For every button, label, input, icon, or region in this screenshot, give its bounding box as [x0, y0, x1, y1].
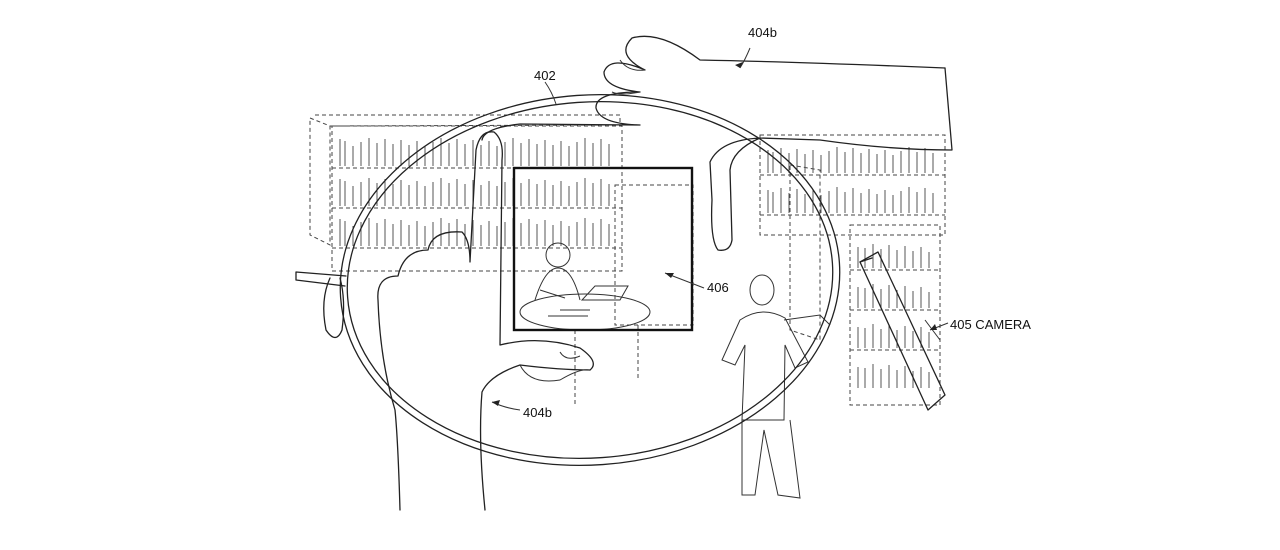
- display-lens: [295, 93, 841, 467]
- label-405-camera: 405 CAMERA: [950, 317, 1031, 332]
- label-406: 406: [707, 280, 729, 295]
- seated-person: [534, 242, 629, 317]
- background-bookshelves: [309, 114, 946, 406]
- laptop: [580, 285, 629, 301]
- standing-person: [721, 274, 831, 499]
- leader-lines: [491, 47, 949, 411]
- hand-bottom-left: [377, 131, 594, 511]
- label-404b-top: 404b: [748, 25, 777, 40]
- capture-frame: [512, 166, 694, 332]
- hand-top-right: [481, 35, 953, 251]
- label-404b-bottom: 404b: [523, 405, 552, 420]
- label-402: 402: [534, 68, 556, 83]
